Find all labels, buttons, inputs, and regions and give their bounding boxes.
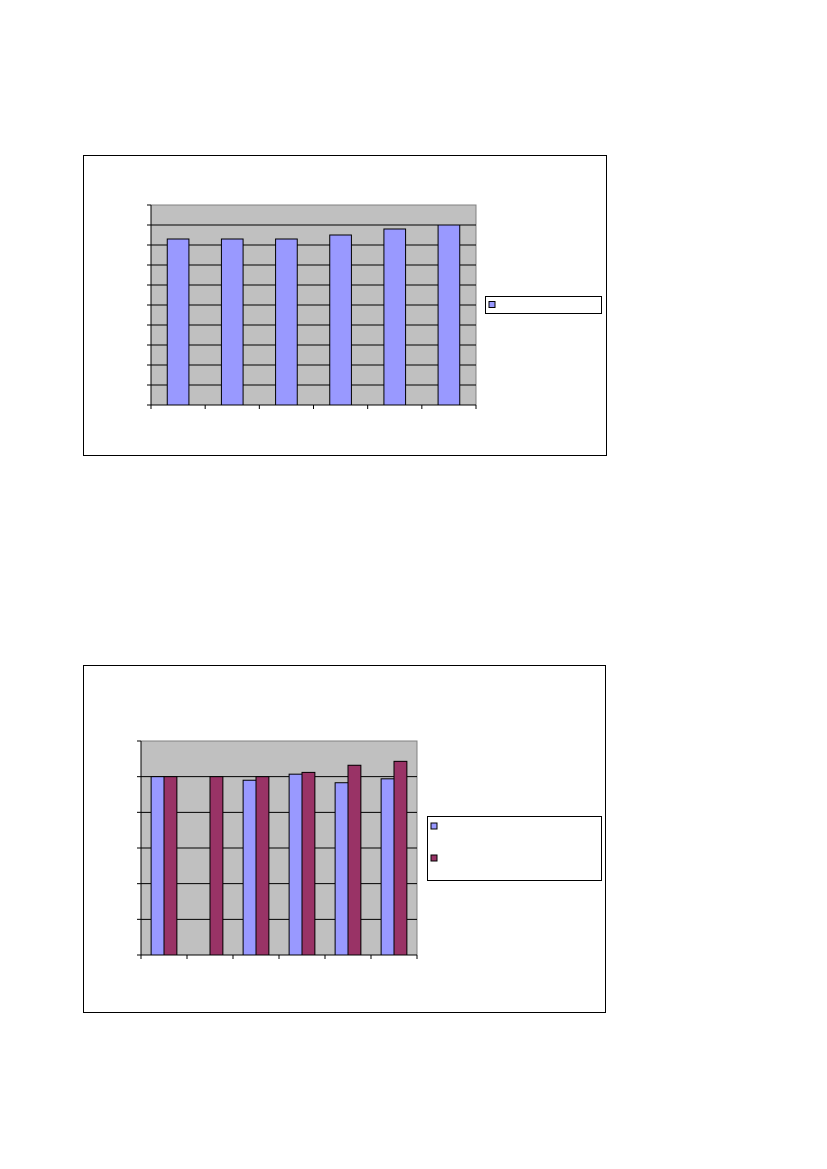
bar-series1-2 [220,238,244,406]
chart-2 [83,665,606,1013]
bar-series2-2 [209,776,224,956]
legend-swatch-series1 [488,301,496,308]
bar-series2-1 [163,776,178,956]
bar-series1-5 [383,228,407,406]
bar-series1-6 [380,778,395,956]
bar-series1-4 [288,773,303,956]
legend-swatch-series2 [430,854,438,862]
bar-series2-6 [393,760,408,956]
bar-series1-4 [329,234,352,406]
bar-series1-1 [150,776,165,956]
bar-series2-5 [347,764,362,956]
chart-1 [83,155,607,456]
bar-series1-5 [334,782,349,956]
bar-series1-6 [437,224,461,406]
bar-series1-1 [166,238,190,406]
legend [485,296,602,314]
legend [427,816,602,881]
bar-series2-4 [301,771,316,956]
bar-series2-3 [255,776,270,956]
legend-swatch-series1 [430,822,438,830]
bar-series1-3 [242,779,257,956]
bar-series1-3 [275,238,298,406]
